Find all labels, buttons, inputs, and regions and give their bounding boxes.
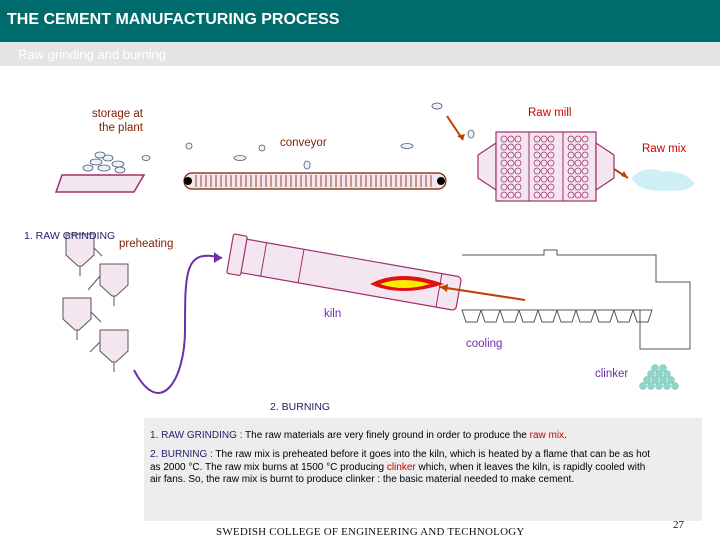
page-number: 27 [673,519,684,531]
paragraph-burning: 2. BURNING : The raw mix is preheated be… [150,449,658,487]
label-raw-mill: Raw mill [528,107,572,119]
burner-arrow [439,286,526,301]
label-cooling: cooling [466,338,503,350]
p1-highlight: raw mix [529,430,565,441]
slide-subtitle: Raw grinding and burning [18,47,167,62]
subtitle-bar: Raw grinding and burning [0,42,720,66]
label-burning: 2. BURNING [270,401,331,413]
cooler-icon [461,249,691,350]
p2-highlight: clinker [386,461,416,473]
storage-pile-icon [54,151,146,193]
p2-text-b: which, when it leaves the kiln, is rapid… [150,461,646,486]
raw-mix-pile-icon [631,169,695,191]
stones-icon [141,102,475,170]
description-box: 1. RAW GRINDING : The raw materials are … [144,418,702,521]
conveyor-belt [183,172,447,190]
preheater-tower-icon [62,233,129,372]
label-storage: storage at the plant [91,108,143,134]
flame-icon [370,276,444,291]
process-diagram [54,102,695,394]
title-bar: THE CEMENT MANUFACTURING PROCESS [0,0,720,42]
raw-mill-icon [477,131,615,202]
slide-title: THE CEMENT MANUFACTURING PROCESS [7,11,340,28]
label-raw-mix: Raw mix [642,143,687,155]
label-clinker: clinker [595,368,629,380]
label-preheating: preheating [119,238,174,250]
label-raw-grinding: 1. RAW GRINDING [24,230,116,242]
kiln-icon [226,233,462,311]
flow-arrow [133,254,223,394]
paragraph-raw-grinding: 1. RAW GRINDING : The raw materials are … [150,430,658,443]
label-conveyor: conveyor [280,137,327,149]
footer-institution: SWEDISH COLLEGE OF ENGINEERING AND TECHN… [216,526,525,538]
p2-heading: 2. BURNING : [150,449,213,460]
label-kiln: kiln [324,308,342,320]
p2-text-a: The raw mix is preheated before it goes … [150,449,651,473]
p1-heading: 1. RAW GRINDING : [150,430,243,441]
p1-end: . [564,430,567,441]
clinker-pile-icon [639,364,679,390]
p1-text: The raw materials are very finely ground… [242,430,530,441]
